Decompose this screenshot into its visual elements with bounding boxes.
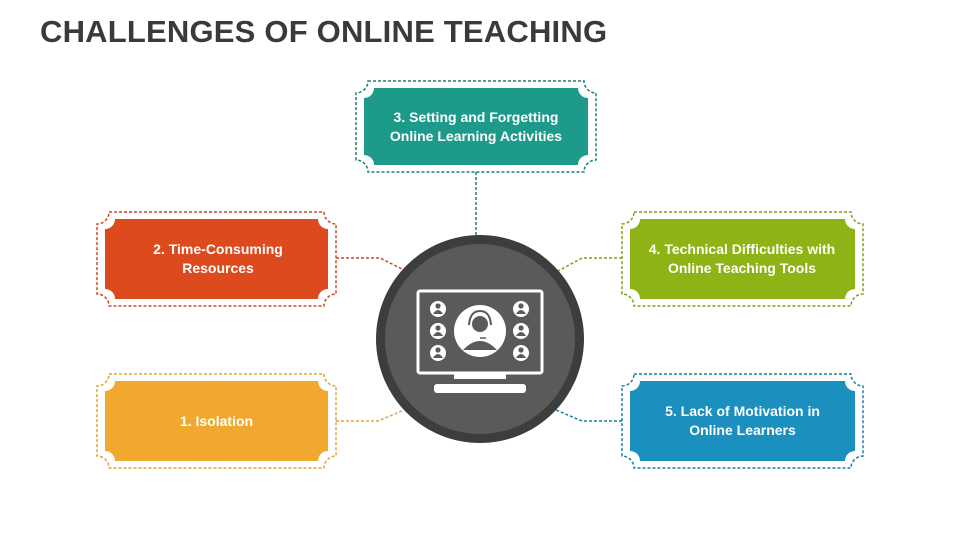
box-4-fill: [630, 219, 855, 299]
box-5-fill: [630, 381, 855, 461]
connector-2: [336, 257, 405, 271]
challenge-label-1: 1. Isolation: [179, 412, 254, 429]
challenge-box-2: [96, 211, 337, 307]
box-2-dashed-frame: [96, 211, 337, 307]
challenge-box-5: [621, 373, 864, 469]
challenge-box-1: [96, 373, 337, 469]
challenge-box-3: [355, 80, 597, 173]
box-1-fill: [105, 381, 328, 461]
challenge-label-2: 2. Time-Consuming Resources: [153, 241, 283, 276]
box-3-dashed-frame: [355, 80, 597, 173]
box-2-fill: [105, 219, 328, 299]
connector-1: [336, 409, 405, 422]
box-1-dashed-frame: [96, 373, 337, 469]
challenge-label-5: 5. Lack of Motivation in Online Learners: [665, 403, 820, 438]
box-3-fill: [364, 88, 588, 165]
connector-4: [555, 257, 622, 273]
connector-5: [555, 409, 622, 422]
challenge-label-4: 4. Technical Difficulties with Online Te…: [648, 241, 836, 276]
challenge-label-3: 3. Setting and Forgetting Online Learnin…: [389, 108, 563, 144]
challenge-box-4: [621, 211, 864, 307]
page-title: CHALLENGES OF ONLINE TEACHING: [40, 14, 608, 49]
online-teacher-monitor-icon: [416, 289, 544, 393]
